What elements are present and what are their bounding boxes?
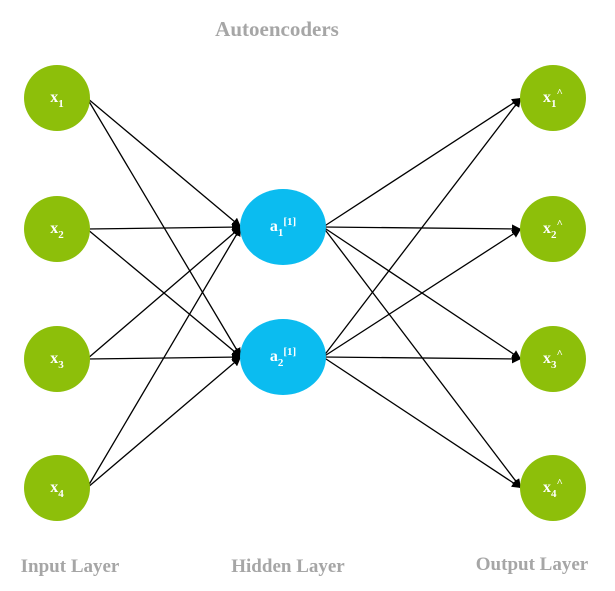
edge-input-3-to-hidden-1 [86, 226, 242, 360]
output-node-1: x1^ [520, 65, 586, 131]
edge-hidden-1-to-output-1 [322, 97, 522, 228]
edge-input-2-to-hidden-1 [86, 222, 242, 232]
hidden-node-1-label: a1[1] [270, 216, 296, 239]
output-node-4-label: x4^ [543, 477, 563, 500]
input-node-3: x3 [24, 326, 90, 392]
hidden-node-1: a1[1] [240, 189, 326, 265]
edge-hidden-2-to-output-2 [322, 228, 522, 358]
hidden-node-2-label: a2[1] [270, 346, 296, 369]
output-node-4: x4^ [520, 455, 586, 521]
edge-input-4-to-hidden-2 [86, 356, 242, 489]
edge-hidden-2-to-output-3 [322, 354, 522, 364]
output-node-3: x3^ [520, 326, 586, 392]
input-node-3-label: x3 [50, 350, 64, 371]
output-node-1-label: x1^ [543, 87, 563, 110]
hidden-layer-label: Hidden Layer [231, 556, 345, 577]
output-node-4-circle [520, 455, 586, 521]
hidden-node-1-circle [240, 189, 326, 265]
input-node-1-circle [24, 65, 90, 131]
connections [86, 97, 522, 489]
output-node-2-circle [520, 196, 586, 262]
input-node-2-label: x2 [50, 220, 64, 241]
hidden-node-2: a2[1] [240, 319, 326, 395]
input-layer-label: Input Layer [21, 556, 120, 577]
input-node-3-circle [24, 326, 90, 392]
output-node-1-circle [520, 65, 586, 131]
input-node-4-circle [24, 455, 90, 521]
output-node-2: x2^ [520, 196, 586, 262]
edge-input-4-to-hidden-1 [86, 226, 242, 489]
output-node-2-label: x2^ [543, 218, 563, 241]
output-node-3-label: x3^ [543, 348, 563, 371]
input-node-2-circle [24, 196, 90, 262]
edge-input-1-to-hidden-1 [86, 97, 242, 228]
input-node-4: x4 [24, 455, 90, 521]
input-node-1: x1 [24, 65, 90, 131]
diagram-title: Autoencoders [215, 17, 339, 41]
edge-hidden-2-to-output-1 [322, 97, 522, 358]
nodes: x1 x2 x3 x4 a1[1] a2[1] x1^ x2^ x3^ x4^ [24, 65, 586, 521]
edge-hidden-2-to-output-4 [322, 356, 522, 489]
input-node-1-label: x1 [50, 89, 64, 110]
input-node-4-label: x4 [50, 479, 64, 500]
output-layer-label: Output Layer [476, 554, 589, 575]
output-node-3-circle [520, 326, 586, 392]
input-node-2: x2 [24, 196, 90, 262]
hidden-node-2-circle [240, 319, 326, 395]
